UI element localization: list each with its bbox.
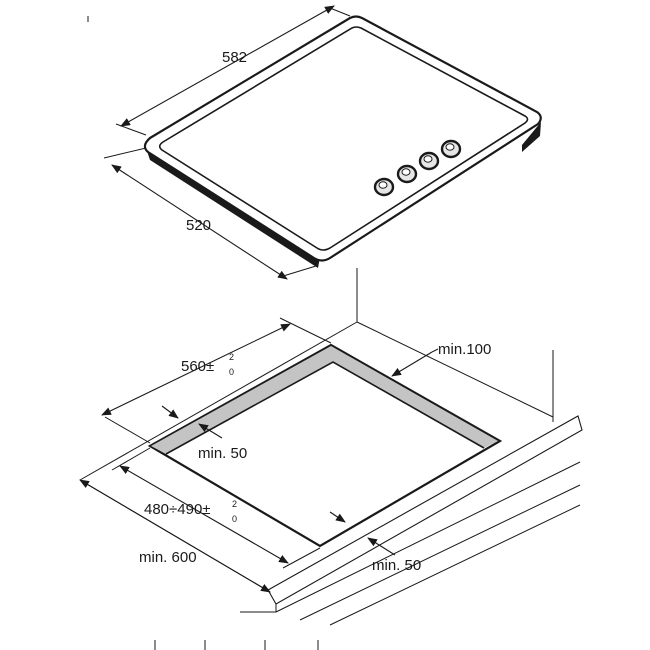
worktop xyxy=(79,321,583,626)
label-worktop-depth: min. 600 xyxy=(139,549,197,566)
dim-hob-depth: 520 xyxy=(103,147,317,280)
knob-2 xyxy=(396,164,418,184)
label-hob-depth: 520 xyxy=(186,217,211,234)
label-front-clearance: min. 50 xyxy=(372,557,421,574)
cutout-inner-edge xyxy=(165,361,485,455)
label-hob-width: 582 xyxy=(222,49,247,66)
svg-text:0: 0 xyxy=(229,367,234,377)
svg-text:2: 2 xyxy=(229,352,234,362)
hob-inner-plate xyxy=(158,26,529,251)
svg-text:0: 0 xyxy=(232,514,237,524)
label-side-clearance: min. 50 xyxy=(198,445,247,462)
knob-3 xyxy=(418,151,440,171)
dim-front-clearance: min. 50 xyxy=(329,511,421,574)
svg-text:2: 2 xyxy=(232,499,237,509)
svg-text:480÷490±: 480÷490± xyxy=(144,501,211,518)
dim-rear-clearance: min.100 xyxy=(391,341,491,377)
dim-worktop-depth: min. 600 xyxy=(79,479,271,593)
dim-cutout-width: 560± 2 0 xyxy=(101,317,332,444)
edge-ticks xyxy=(87,16,319,650)
svg-text:560±: 560± xyxy=(181,358,214,375)
knob-4 xyxy=(440,139,462,159)
dim-hob-width: 582 xyxy=(115,5,351,136)
dim-side-clearance: min. 50 xyxy=(161,405,247,462)
label-cutout-width: 560± 2 0 xyxy=(181,352,234,377)
worktop-front-edge xyxy=(267,415,583,605)
knob-1 xyxy=(373,177,395,197)
label-cutout-depth: 480÷490± 2 0 xyxy=(144,499,237,524)
hob-right-thickness xyxy=(522,122,541,152)
label-rear-clearance: min.100 xyxy=(438,341,491,358)
